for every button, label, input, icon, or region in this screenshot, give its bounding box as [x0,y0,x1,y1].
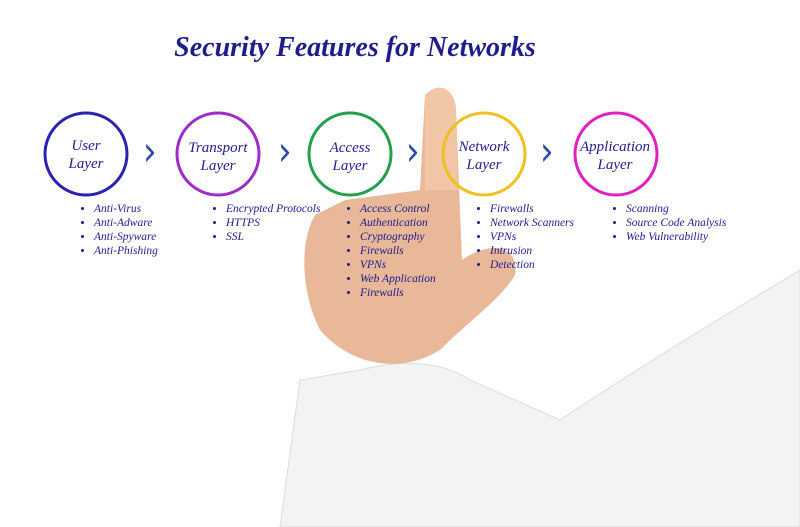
list-item: Firewalls [490,202,574,216]
layer-circle [43,111,129,197]
label-line: Layer [597,157,633,173]
list-item: Web Vulnerability [626,230,726,244]
chevron-right-icon: › [406,128,420,176]
application-layer-list: ScanningSource Code AnalysisWeb Vulnerab… [612,202,726,244]
label-line: Layer [466,157,502,173]
list-item: Encrypted Protocols [226,202,320,216]
list-item: HTTPS [226,216,320,230]
list-item: Cryptography [360,230,436,244]
label-line: User [71,138,101,154]
list-item: SSL [226,230,320,244]
list-item: Anti-Virus [94,202,158,216]
layer-circle [307,111,393,197]
list-item: Anti-Spyware [94,230,158,244]
list-item: Access Control [360,202,436,216]
list-item: Anti-Phishing [94,244,158,258]
network-layer-list: FirewallsNetwork ScannersVPNsIntrusionDe… [476,202,574,272]
chevron-right-icon: › [143,128,157,176]
user-layer-list: Anti-VirusAnti-AdwareAnti-SpywareAnti-Ph… [80,202,158,258]
list-item: Firewalls [360,286,436,300]
page-title: Security Features for Networks [174,32,536,63]
list-item: Scanning [626,202,726,216]
list-item: Source Code Analysis [626,216,726,230]
label-line: Network [458,139,510,155]
list-item: Anti-Adware [94,216,158,230]
list-item: Authentication [360,216,436,230]
chevron-right-icon: › [278,128,292,176]
layer-circle [441,111,527,197]
label-line: Layer [68,156,104,172]
list-item: Firewalls [360,244,436,258]
label-line: Application [580,139,650,155]
layer-circle [175,111,261,197]
layer-circle [573,111,659,197]
list-item: Detection [490,258,574,272]
access-layer-list: Access ControlAuthenticationCryptography… [346,202,436,300]
chevron-right-icon: › [540,128,554,176]
list-item: VPNs [490,230,574,244]
list-item: Web Application [360,272,436,286]
label-line: Layer [200,158,236,174]
label-line: Layer [332,158,368,174]
list-item: Intrusion [490,244,574,258]
transport-layer-list: Encrypted ProtocolsHTTPSSSL [212,202,320,244]
label-line: Access [329,140,371,156]
label-line: Transport [188,140,248,156]
list-item: VPNs [360,258,436,272]
list-item: Network Scanners [490,216,574,230]
